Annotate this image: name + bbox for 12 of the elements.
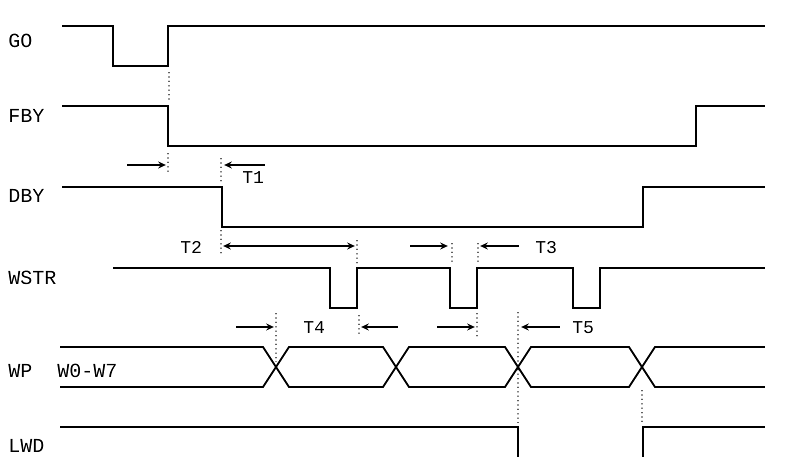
bus-label: W0-W7 [57, 364, 116, 378]
signal-label: DBY [10, 188, 44, 202]
signal-label: GO [9, 34, 32, 48]
timing-label: T4 [304, 321, 324, 333]
timing-label: T3 [536, 240, 556, 254]
signal-label: WSTR [8, 270, 56, 284]
timing-label: T5 [572, 321, 593, 334]
signal-label: FBY [10, 108, 44, 122]
signal-label: WP [8, 364, 32, 377]
timing-label: T2 [180, 240, 201, 253]
timing-label: T1 [242, 171, 263, 183]
signal-label: LWD [10, 438, 44, 452]
